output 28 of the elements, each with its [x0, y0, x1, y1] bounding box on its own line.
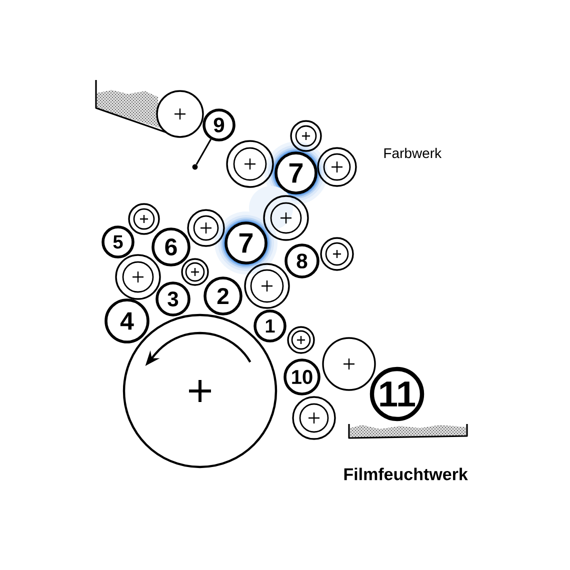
numbered-roller: 8 — [284, 244, 320, 278]
numbered-roller: 9 — [202, 108, 236, 142]
roller — [320, 237, 354, 271]
cylinder — [122, 314, 278, 468]
roller — [128, 203, 160, 235]
numbered-roller: 6 — [152, 228, 190, 266]
section-label: Filmfeuchtwerk — [344, 468, 468, 480]
numbered-roller: 10 — [284, 358, 320, 396]
numbered-roller: 3 — [156, 282, 190, 316]
numbered-roller: 2 — [204, 276, 242, 316]
roller — [287, 326, 315, 354]
numbered-roller: 7 — [274, 152, 318, 194]
leader-line — [196, 138, 212, 165]
section-label: Farbwerk — [384, 148, 442, 158]
numbered-roller: 7 — [224, 222, 268, 264]
numbered-roller: 4 — [104, 298, 150, 344]
numbered-roller: 1 — [254, 310, 286, 342]
numbered-roller: 5 — [102, 226, 134, 258]
roller — [115, 254, 161, 300]
roller — [292, 396, 336, 440]
roller — [181, 258, 209, 286]
roller — [317, 147, 357, 187]
numbered-roller: 11 — [370, 366, 424, 422]
roller — [244, 263, 290, 309]
roller — [290, 120, 322, 152]
roller — [226, 140, 274, 188]
roller — [187, 209, 225, 247]
roller — [263, 195, 309, 241]
